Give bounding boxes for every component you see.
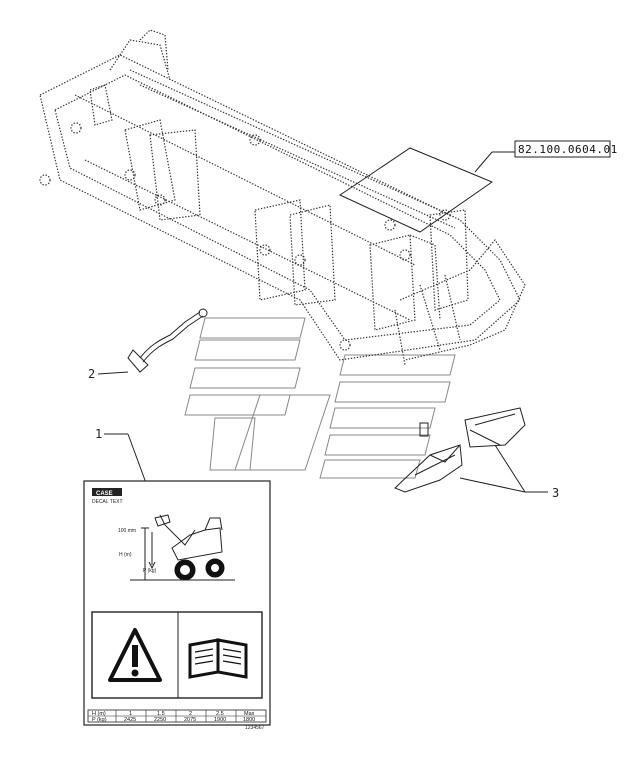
svg-text:1: 1 bbox=[129, 711, 132, 717]
brand-logo bbox=[92, 488, 122, 496]
load-table: H (m) 1 1.5 2 2.5 Max P (kg) 2425 2250 2… bbox=[87, 709, 267, 723]
safety-decal: CASE DECAL TEXT 100 mm H (m) P (kg) bbox=[83, 480, 271, 731]
svg-text:2250: 2250 bbox=[154, 717, 166, 723]
svg-text:H (m): H (m) bbox=[92, 711, 106, 717]
watermark-logo bbox=[184, 317, 456, 479]
callout-3: 3 bbox=[552, 486, 559, 500]
svg-text:100 mm: 100 mm bbox=[118, 528, 136, 534]
reference-plate bbox=[338, 147, 515, 233]
svg-text:2: 2 bbox=[189, 711, 192, 717]
manual-book-icon bbox=[188, 638, 248, 679]
hydraulic-hose bbox=[97, 308, 208, 375]
decal-sub-label: DECAL TEXT bbox=[92, 499, 123, 505]
reference-box[interactable]: 82.100.0604.01 bbox=[514, 140, 618, 158]
svg-text:2425: 2425 bbox=[124, 717, 136, 723]
svg-text:2.5: 2.5 bbox=[216, 711, 224, 717]
callout-2: 2 bbox=[88, 367, 95, 381]
svg-text:P (kg): P (kg) bbox=[92, 717, 107, 723]
decal-part-number: 1234567 bbox=[245, 725, 265, 731]
reference-code: 82.100.0604.01 bbox=[518, 143, 618, 156]
svg-text:1.5: 1.5 bbox=[157, 711, 165, 717]
svg-text:1800: 1800 bbox=[243, 717, 255, 723]
loader-bucket bbox=[39, 29, 526, 366]
svg-text:CASE: CASE bbox=[96, 491, 113, 497]
callout-1: 1 bbox=[95, 427, 102, 441]
svg-text:Max: Max bbox=[244, 711, 255, 717]
svg-text:1900: 1900 bbox=[214, 717, 226, 723]
svg-text:2075: 2075 bbox=[184, 717, 196, 723]
warning-triangle-icon bbox=[108, 628, 162, 682]
bucket-teeth bbox=[394, 407, 548, 493]
svg-text:P (kg): P (kg) bbox=[143, 568, 157, 574]
svg-text:H (m): H (m) bbox=[119, 552, 132, 558]
loader-illustration bbox=[130, 514, 235, 581]
